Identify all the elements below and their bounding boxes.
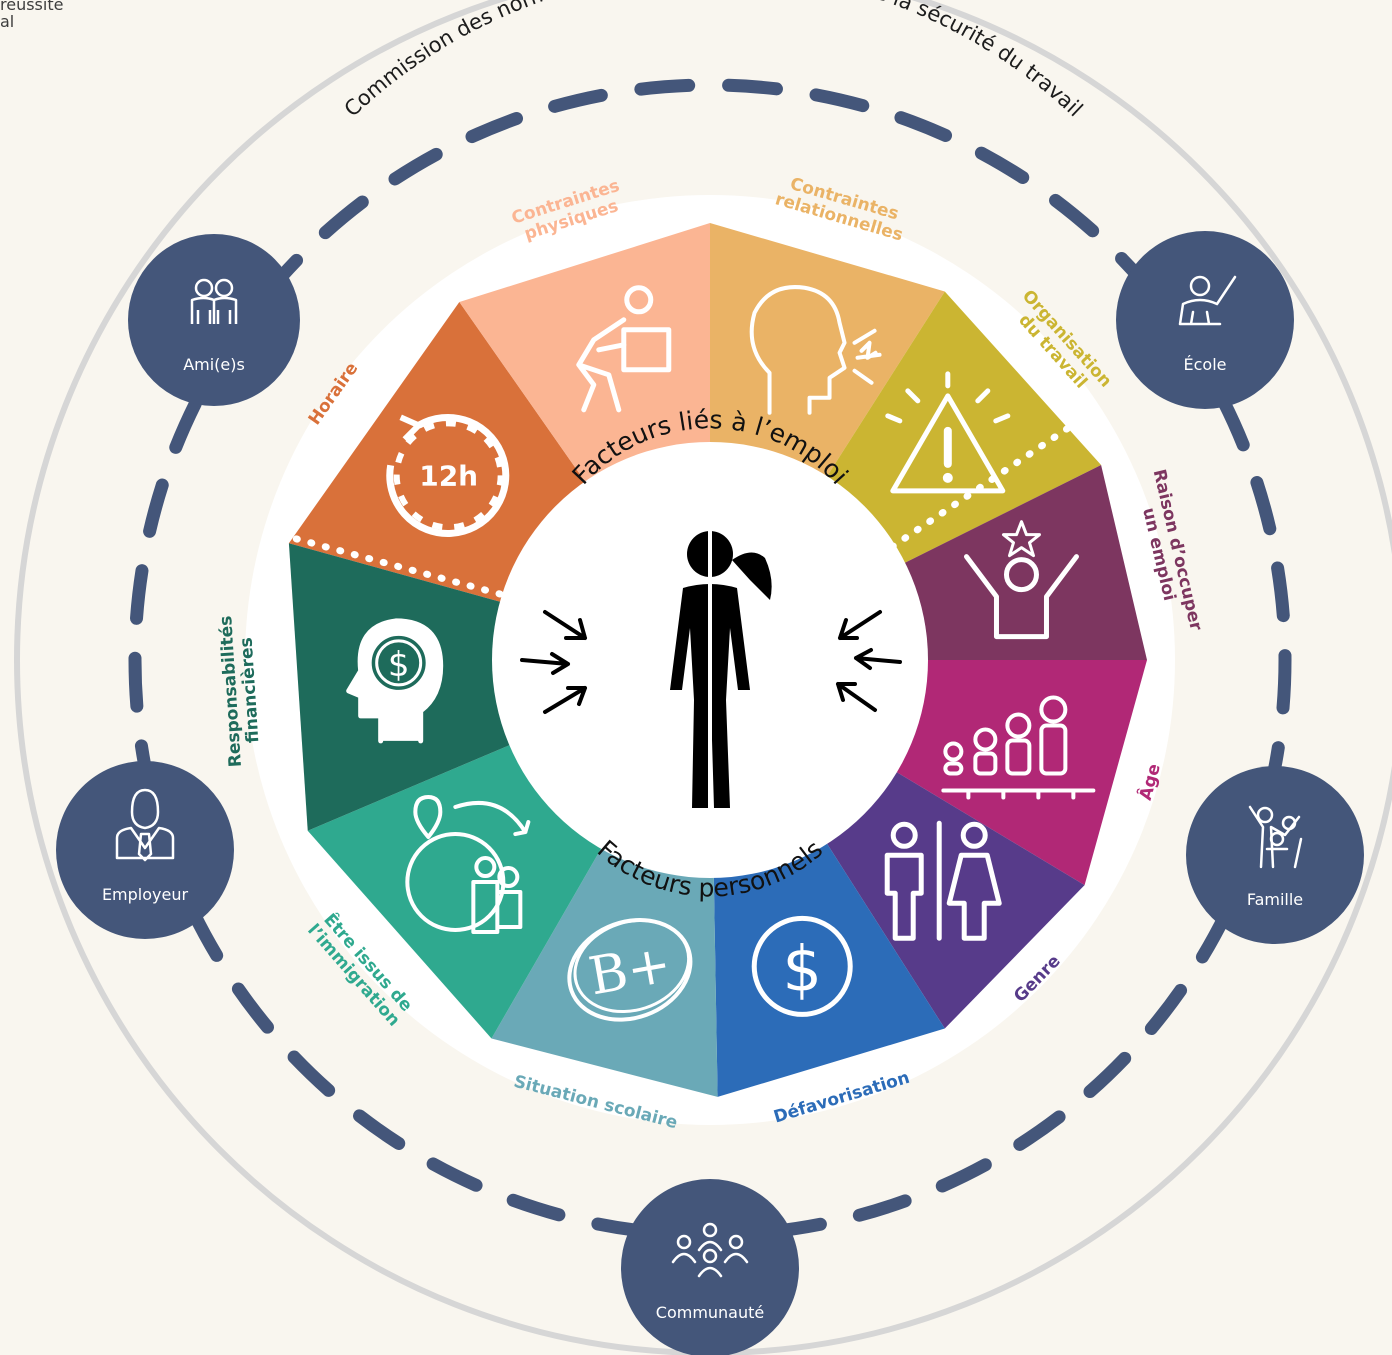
segment-contraintes-relationnelles: [710, 223, 945, 488]
segment-etre-issus-immigration: [307, 740, 608, 1039]
actor-label: École: [1184, 355, 1227, 374]
person-star-icon: [963, 520, 1079, 640]
corner-text-line-1: réussite: [0, 0, 64, 14]
globe-family-icon: [405, 795, 531, 935]
friends-icon: [190, 278, 238, 324]
svg-text:$: $: [388, 645, 410, 685]
warning-triangle-icon: [885, 371, 1011, 494]
segment-situation-scolaire: [491, 837, 718, 1097]
segment-defavorisation: [713, 832, 945, 1097]
segment-organisation-du-travail: [820, 291, 1102, 569]
family-icon: [1248, 805, 1303, 869]
svg-text:$: $: [782, 932, 821, 1005]
teacher-icon: [1178, 275, 1237, 326]
svg-text:B+: B+: [585, 934, 676, 1007]
age-growth-icon: [941, 695, 1096, 800]
clock-12h-icon: 12h: [386, 413, 510, 537]
person-figure-icon: [670, 530, 772, 815]
dollar-circle-icon: $: [751, 915, 853, 1017]
person-lifting-box-icon: [576, 285, 672, 413]
actor-ecole: École: [1116, 231, 1294, 409]
dotted-separator-right: [876, 416, 1084, 559]
actor-label: Famille: [1247, 890, 1303, 909]
actor-famille: Famille: [1186, 766, 1364, 944]
employer-icon: [115, 788, 175, 862]
segment-horaire: [288, 302, 593, 606]
actor-communaute: Communauté: [621, 1179, 799, 1355]
actor-label: Employeur: [102, 885, 189, 904]
actor-circle: [56, 761, 234, 939]
grade-b-plus-icon: B+: [567, 917, 693, 1022]
man-woman-icon: [884, 820, 1002, 941]
actor-label: Ami(e)s: [183, 355, 245, 374]
actor-label: Communauté: [656, 1303, 764, 1322]
svg-text:12h: 12h: [419, 459, 478, 492]
corner-text-line-2: al: [0, 12, 15, 31]
arrows-left-icon: [520, 610, 587, 714]
segment-raison-occuper-emploi: [893, 465, 1147, 660]
head-shouting-icon: [749, 285, 882, 415]
head-dollar-icon: $: [346, 618, 444, 744]
actor-circle: [1186, 766, 1364, 944]
actor-amis: Ami(e)s: [128, 234, 300, 406]
arrows-right-icon: [836, 610, 902, 712]
community-icon: [671, 1222, 749, 1278]
corner-text: réussite al: [0, 0, 63, 30]
actor-employeur: Employeur: [56, 761, 234, 939]
actor-circle: [1116, 231, 1294, 409]
